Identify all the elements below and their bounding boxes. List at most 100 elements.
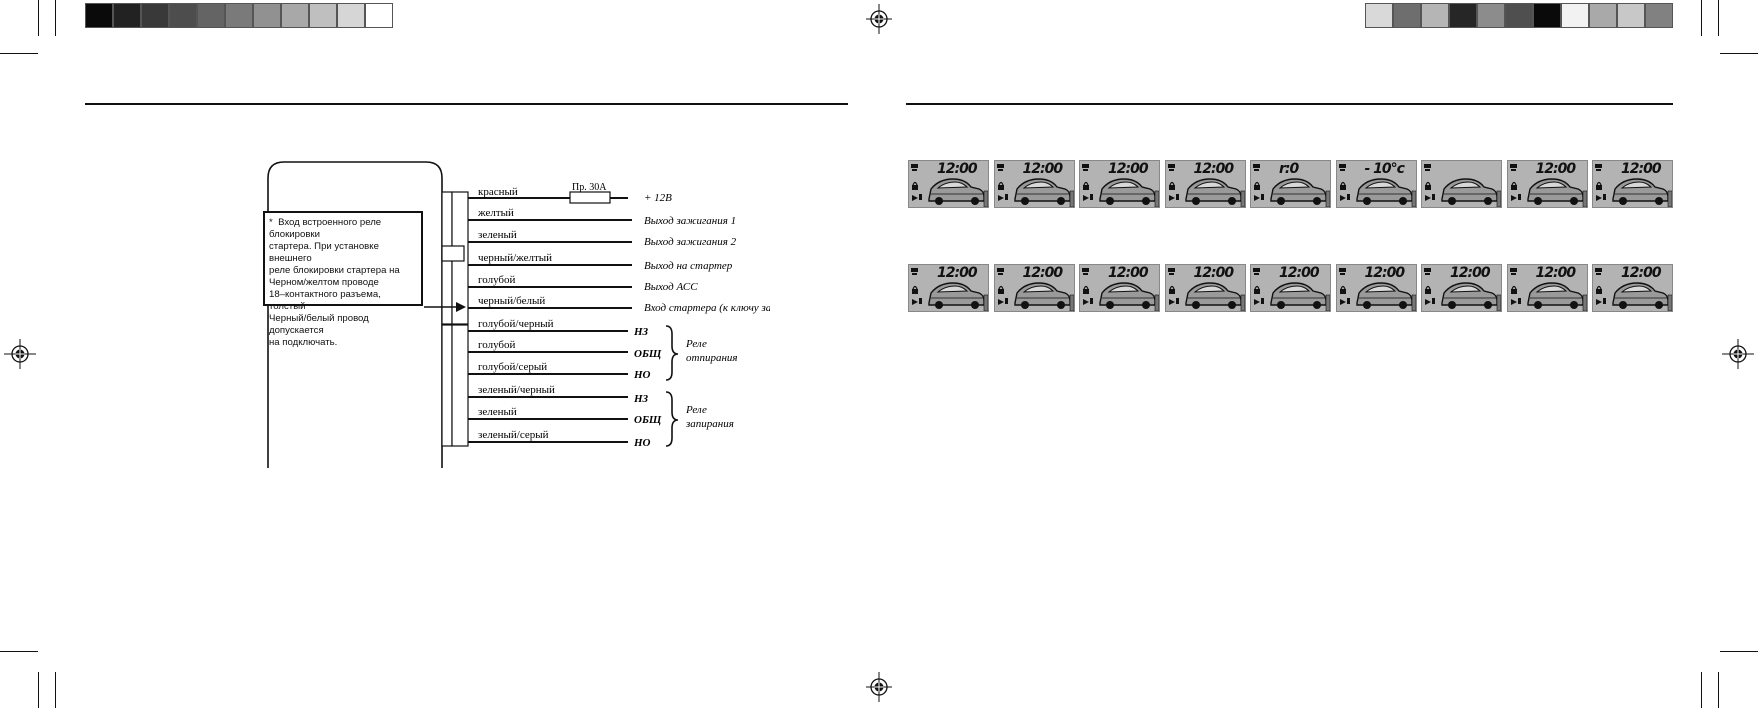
note-line: Черном/желтом проводе xyxy=(269,277,379,288)
lcd-screen: 12:00 xyxy=(993,160,1075,208)
relay-wire-color-label: зеленый/черный xyxy=(478,384,555,396)
lcd-time-display: 12:00 xyxy=(1193,265,1235,281)
color-swatch xyxy=(225,3,253,28)
note-line: реле блокировки стартера на xyxy=(269,265,400,276)
wire-color-label: голубой xyxy=(478,274,516,286)
color-swatch xyxy=(1365,3,1393,28)
note-line: на подключать. xyxy=(269,337,338,348)
lcd-time-display: 12:00 xyxy=(1022,265,1064,281)
color-swatch xyxy=(169,3,197,28)
lcd-time-display: 12:00 xyxy=(1108,161,1149,177)
lcd-screen: 12:00 xyxy=(1079,264,1160,312)
lcd-screen: 12:00 xyxy=(1421,264,1502,312)
crop-mark xyxy=(1718,0,1719,36)
color-swatch xyxy=(1645,3,1673,28)
wire-destination: Выход зажигания 1 xyxy=(644,215,736,227)
lcd-screen: 12:00 xyxy=(1164,264,1246,312)
wire-color-label: красный xyxy=(478,186,518,198)
note-line: Черный/белый провод допускается xyxy=(269,313,369,336)
color-swatch xyxy=(197,3,225,28)
crop-mark xyxy=(38,672,39,708)
lcd-time-display: 12:00 xyxy=(1535,161,1577,177)
lcd-screen: - 10°c xyxy=(1335,160,1417,208)
fuse-label: Пр. 30А xyxy=(572,182,607,193)
wire-color-label: черный/желтый xyxy=(478,252,552,264)
relay-terminal: ОБЩ xyxy=(634,348,662,360)
lcd-time-display: 12:00 xyxy=(1621,265,1662,281)
color-swatch xyxy=(1505,3,1533,28)
relay-group-label: отпирания xyxy=(686,352,738,364)
color-swatch xyxy=(1617,3,1645,28)
lcd-screen: 12:00 xyxy=(908,160,989,208)
wire-destination: Вход стартера (к ключу зажигания)* xyxy=(644,302,770,314)
lcd-time-display: 12:00 xyxy=(937,265,978,281)
crop-mark xyxy=(1720,53,1758,54)
lcd-time-display: 12:00 xyxy=(1450,265,1491,281)
lcd-screen xyxy=(1421,160,1502,208)
registration-mark-top xyxy=(866,4,892,34)
crop-mark xyxy=(1701,672,1702,708)
color-swatch xyxy=(365,3,393,28)
relay-wire-color-label: голубой/серый xyxy=(478,361,547,373)
color-swatch xyxy=(1449,3,1477,28)
note-star: * xyxy=(269,217,273,228)
color-swatch xyxy=(337,3,365,28)
crop-mark xyxy=(1718,672,1719,708)
lcd-time-display: - 10°c xyxy=(1364,161,1405,177)
note-line: стартера. При установке внешнего xyxy=(269,241,379,264)
wire-color-label: зеленый xyxy=(478,229,517,241)
lcd-screen: 12:00 xyxy=(1250,264,1331,312)
lcd-screen: 12:00 xyxy=(1164,160,1246,208)
registration-mark-right xyxy=(1722,339,1754,369)
registration-mark-bottom xyxy=(866,672,892,702)
color-swatch xyxy=(1561,3,1589,28)
color-swatch xyxy=(1477,3,1505,28)
color-swatch xyxy=(141,3,169,28)
lcd-time-display: 12:00 xyxy=(1621,161,1662,177)
relay-wire-color-label: зеленый xyxy=(478,406,517,418)
crop-mark xyxy=(55,672,56,708)
lcd-screen: 12:00 xyxy=(1506,160,1588,208)
note-line: * Вход встроенного реле блокировки xyxy=(269,217,382,240)
registration-mark-left xyxy=(4,339,36,369)
relay-terminal: НО xyxy=(633,437,651,449)
note-line: 18–контактного разъема, толстый xyxy=(269,289,381,312)
wire-destination: + 12В xyxy=(644,192,672,204)
relay-terminal: НЗ xyxy=(633,326,649,338)
relay-group-label: Реле xyxy=(685,404,707,416)
lcd-time-display: 12:00 xyxy=(937,161,978,177)
color-swatch xyxy=(309,3,337,28)
relay-wire-color-label: голубой xyxy=(478,339,516,351)
color-swatch xyxy=(113,3,141,28)
lcd-screen: 12:00 xyxy=(1335,264,1417,312)
crop-mark xyxy=(55,0,56,36)
relay-terminal: ОБЩ xyxy=(634,414,662,426)
color-swatch xyxy=(1393,3,1421,28)
lcd-time-display: 12:00 xyxy=(1535,265,1577,281)
lcd-time-display: 12:00 xyxy=(1364,265,1406,281)
lcd-screen: 12:00 xyxy=(1592,264,1673,312)
wire-destination: Выход зажигания 2 xyxy=(644,236,737,248)
header-rule-left xyxy=(85,103,848,105)
header-rule-right xyxy=(906,103,1673,105)
starter-relay-note: * Вход встроенного реле блокировки старт… xyxy=(263,211,423,348)
wire-color-label: черный/белый xyxy=(478,295,545,307)
relay-terminal: НЗ xyxy=(633,393,649,405)
lcd-screen: r:0 xyxy=(1250,160,1331,208)
relay-wire-color-label: голубой/черный xyxy=(478,318,554,330)
lcd-time-display: r:0 xyxy=(1279,161,1299,177)
crop-mark xyxy=(1720,651,1758,652)
wire-color-label: желтый xyxy=(477,207,514,219)
wiring-diagram: Пр. 30А красный желтый зеленый черный/же… xyxy=(267,161,770,468)
color-swatch xyxy=(1421,3,1449,28)
relay-wire-color-label: зеленый/серый xyxy=(478,429,549,441)
lcd-screen: 12:00 xyxy=(993,264,1075,312)
lcd-screen: 12:00 xyxy=(1592,160,1673,208)
relay-group-label: запирания xyxy=(685,418,734,430)
crop-mark xyxy=(0,53,38,54)
crop-mark xyxy=(38,0,39,36)
wire-destination: Выход на стартер xyxy=(644,260,733,272)
lcd-screen: 12:00 xyxy=(908,264,989,312)
lcd-time-display: 12:00 xyxy=(1022,161,1064,177)
color-swatch xyxy=(1533,3,1561,28)
